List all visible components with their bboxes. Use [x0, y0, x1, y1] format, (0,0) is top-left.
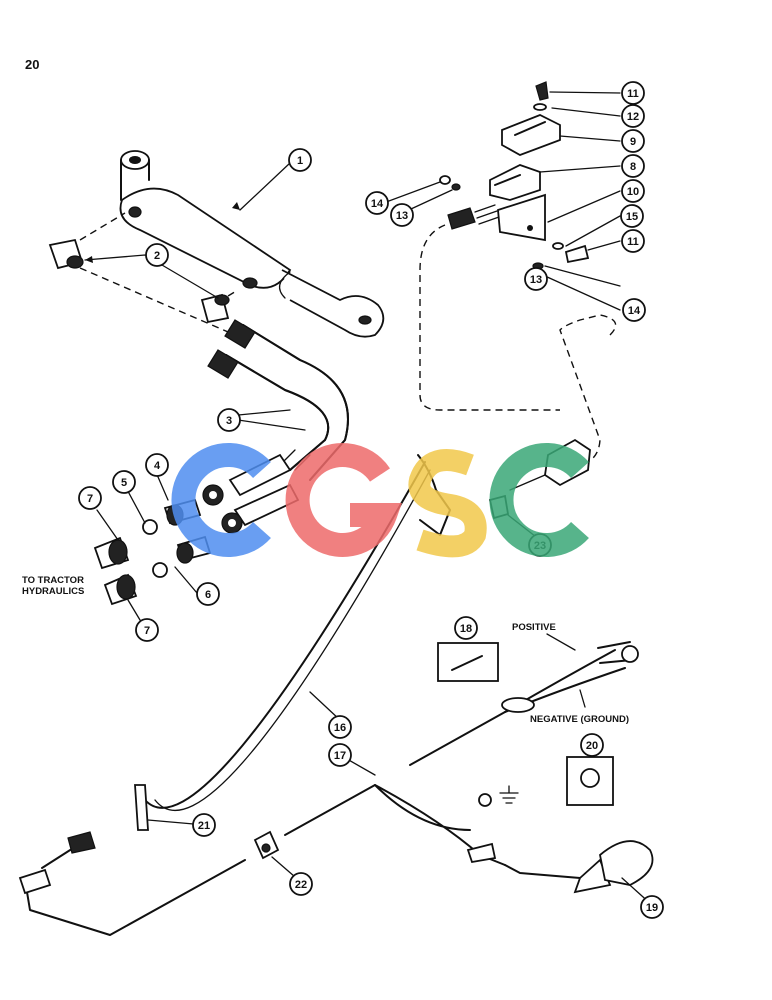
hydraulic-hoses: [202, 319, 349, 534]
callout-bubble: [390, 203, 414, 227]
callout-number: 5: [121, 477, 127, 489]
callout-bubble: [454, 616, 478, 640]
callout-number: 6: [205, 589, 211, 601]
callout-number: 18: [460, 623, 472, 635]
callout-bubble: [145, 243, 169, 267]
negative-label: NEGATIVE (GROUND): [530, 714, 629, 725]
watermark-logo: [171, 443, 589, 558]
callout-bubble: [580, 733, 604, 757]
callout-bubble: [112, 470, 136, 494]
callout-bubble: [622, 298, 646, 322]
callout-bubble: [196, 582, 220, 606]
callout-number: 7: [144, 625, 150, 637]
callout-bubble: [192, 813, 216, 837]
callout-bubble: [288, 148, 312, 172]
callout-bubble: [328, 715, 352, 739]
callout-bubble: [524, 267, 548, 291]
callout-number: 21: [198, 820, 210, 832]
to-tractor-label: TO TRACTOR: [22, 575, 84, 586]
callout-bubble: [621, 229, 645, 253]
callout-number: 10: [627, 186, 639, 198]
positive-label: POSITIVE: [512, 622, 556, 633]
callout-number: 17: [334, 750, 346, 762]
ground-icon: [499, 785, 519, 804]
callout-number: 9: [630, 136, 636, 148]
callout-number: 13: [530, 274, 542, 286]
callout-bubble: [217, 408, 241, 432]
callout-number: 16: [334, 722, 346, 734]
watermark-s: [408, 449, 487, 558]
callout-bubble: [621, 179, 645, 203]
callout-bubble: [365, 191, 389, 215]
callout-number: 7: [87, 493, 93, 505]
watermark-c1: [171, 443, 271, 557]
callout-bubble: [621, 129, 645, 153]
callout-bubble: [135, 618, 159, 642]
hydraulics-label: HYDRAULICS: [22, 586, 84, 597]
callout-number: 14: [371, 198, 384, 210]
switch-assembly: [439, 81, 590, 284]
callout-bubble: [78, 486, 102, 510]
callout-number: 14: [628, 305, 641, 317]
callout-bubble: [621, 104, 645, 128]
callout-number: 22: [295, 879, 307, 891]
callout-bubble: [289, 872, 313, 896]
elbow-fitting-lower: [200, 293, 230, 324]
callout-bubble: [621, 154, 645, 178]
callout-number: 8: [630, 161, 636, 173]
callout-number: 13: [396, 210, 408, 222]
callout-number: 12: [627, 111, 639, 123]
callout-group: 1234567789101111121313141415161718192021…: [78, 81, 664, 919]
callout-number: 2: [154, 250, 160, 262]
callout-number: 1: [297, 155, 303, 167]
page-number: 20: [25, 57, 40, 72]
callout-number: 19: [646, 902, 658, 914]
callout-bubble: [621, 81, 645, 105]
callout-bubble: [620, 204, 644, 228]
elbow-fitting-upper: [48, 238, 84, 270]
callout-number: 11: [627, 88, 639, 100]
callout-bubble: [640, 895, 664, 919]
callout-number: 3: [226, 415, 232, 427]
watermark-g: [285, 443, 403, 557]
callout-bubble: [145, 453, 169, 477]
hydraulic-cylinder: [119, 150, 385, 338]
callout-number: 20: [586, 740, 598, 752]
callout-number: 4: [154, 460, 161, 472]
watermark-c2: [489, 443, 589, 557]
callout-number: 15: [626, 211, 638, 223]
callout-number: 11: [627, 236, 639, 248]
callout-bubble: [328, 743, 352, 767]
